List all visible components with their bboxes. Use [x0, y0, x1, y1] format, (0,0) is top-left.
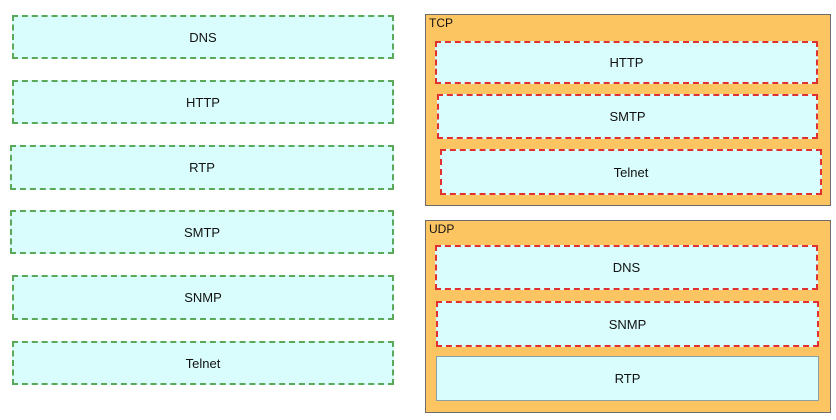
source-item-smtp[interactable]: SMTP — [10, 210, 394, 254]
tcp-slot-telnet[interactable]: Telnet — [440, 149, 822, 195]
tcp-slot-label: SMTP — [609, 109, 646, 124]
source-item-label: SMTP — [183, 224, 221, 240]
source-item-label: RTP — [189, 160, 215, 175]
udp-slot-rtp[interactable]: RTP — [436, 356, 819, 401]
tcp-slot-smtp[interactable]: SMTP — [437, 94, 818, 139]
source-item-http[interactable]: HTTP — [12, 80, 394, 124]
udp-slot-label: DNS — [612, 260, 641, 275]
tcp-slot-label: HTTP — [609, 55, 644, 70]
source-item-dns[interactable]: DNS — [12, 15, 394, 59]
udp-slot-dns[interactable]: DNS — [435, 245, 818, 290]
tcp-slot-label: Telnet — [613, 164, 649, 180]
udp-slot-label: RTP — [614, 371, 641, 386]
source-item-label: HTTP — [186, 94, 220, 110]
udp-group-title: UDP — [429, 222, 455, 236]
source-item-rtp[interactable]: RTP — [10, 145, 394, 190]
source-item-label: Telnet — [185, 355, 221, 371]
udp-slot-snmp[interactable]: SNMP — [436, 301, 819, 347]
source-item-label: DNS — [189, 29, 217, 45]
tcp-group-title: TCP — [429, 16, 453, 30]
source-item-label: SNMP — [184, 290, 222, 305]
tcp-slot-http[interactable]: HTTP — [435, 41, 818, 84]
udp-slot-label: SNMP — [608, 316, 647, 332]
source-item-snmp[interactable]: SNMP — [12, 275, 394, 320]
source-item-telnet[interactable]: Telnet — [12, 341, 394, 385]
